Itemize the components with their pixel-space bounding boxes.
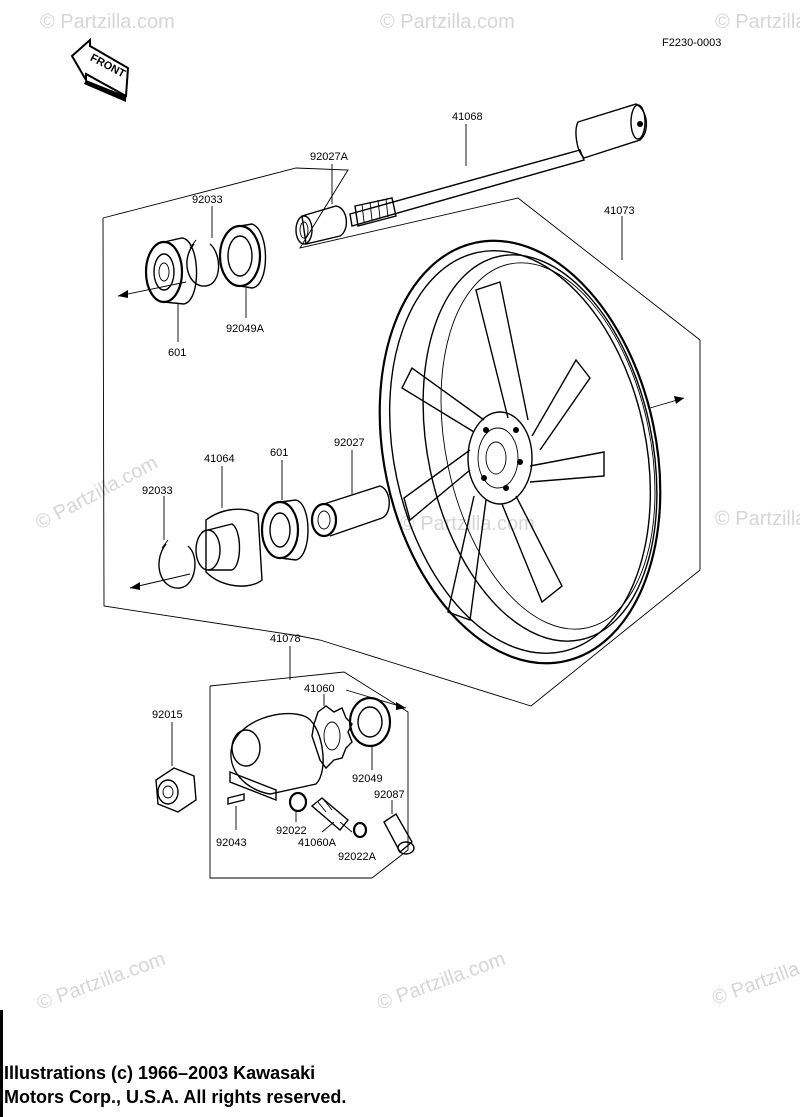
part-label-92022A: 92022A	[338, 851, 377, 863]
direction-arrow-icon	[345, 689, 407, 710]
speedo-gear	[311, 705, 353, 770]
copyright-line-1: Illustrations (c) 1966–2003 Kawasaki	[4, 1063, 316, 1083]
part-label-41060: 41060	[304, 683, 335, 695]
washer	[288, 791, 308, 813]
part-label-41078: 41078	[270, 633, 301, 645]
watermark: © Partzilla.com	[380, 11, 515, 33]
part-label-41068: 41068	[452, 111, 483, 123]
part-label-601-top: 601	[168, 347, 186, 359]
part-label-601-mid: 601	[270, 447, 288, 459]
part-label-41060A: 41060A	[298, 837, 337, 849]
part-label-92043: 92043	[216, 837, 247, 849]
collar-a	[295, 205, 347, 245]
pinion	[310, 797, 353, 833]
watermark: © Partzilla.com	[715, 508, 800, 530]
gear-housing-plate	[195, 508, 263, 587]
bearing-top	[144, 237, 198, 305]
circlip-top	[186, 239, 220, 287]
watermark: © Partzilla.com	[709, 943, 800, 1010]
part-label-92033-mid: 92033	[142, 485, 173, 497]
diagram-code: F2230-0003	[662, 37, 721, 49]
assembly-frame	[102, 167, 701, 707]
part-label-92087: 92087	[374, 789, 405, 801]
part-label-92049: 92049	[352, 773, 383, 785]
part-label-92015: 92015	[152, 709, 183, 721]
direction-arrow-icon	[117, 281, 187, 298]
part-label-92033-top: 92033	[192, 194, 223, 206]
part-label-92049A: 92049A	[226, 323, 265, 335]
oil-seal-top	[218, 223, 267, 289]
front-arrow-icon: FRONT	[70, 37, 130, 102]
part-label-41073: 41073	[604, 205, 635, 217]
copyright-line-2: Motors Corp., U.S.A. All rights reserved…	[4, 1087, 347, 1107]
speedo-housing	[229, 712, 324, 802]
nut	[155, 767, 197, 813]
leader-line	[321, 821, 335, 833]
watermarks: © Partzilla.com © Partzilla.com © Partzi…	[32, 11, 800, 1015]
bushing	[383, 813, 415, 855]
part-label-92022: 92022	[276, 825, 307, 837]
watermark: © Partzilla.com	[374, 948, 508, 1015]
circlip-mid	[158, 539, 196, 589]
part-label-92027: 92027	[334, 437, 365, 449]
part-label-41064: 41064	[204, 453, 235, 465]
speedo-assembly-frame	[209, 671, 409, 879]
wheel	[378, 239, 662, 665]
washer-a	[352, 821, 368, 839]
axle	[349, 103, 647, 227]
part-label-92027A: 92027A	[310, 151, 349, 163]
watermark: © Partzilla.com	[715, 11, 800, 33]
watermark: © Partzilla.com	[40, 11, 175, 33]
collar-mid	[310, 485, 390, 538]
bearing-mid	[260, 499, 309, 561]
direction-arrow-icon	[649, 396, 685, 409]
watermark: © Partzilla.com	[34, 948, 168, 1015]
pin	[227, 793, 245, 805]
oil-seal-bottom	[348, 696, 392, 748]
page-edge-line	[0, 1010, 3, 1117]
direction-arrow-icon	[129, 573, 191, 590]
copyright-notice: Illustrations (c) 1966–2003 Kawasaki Mot…	[4, 1061, 346, 1109]
